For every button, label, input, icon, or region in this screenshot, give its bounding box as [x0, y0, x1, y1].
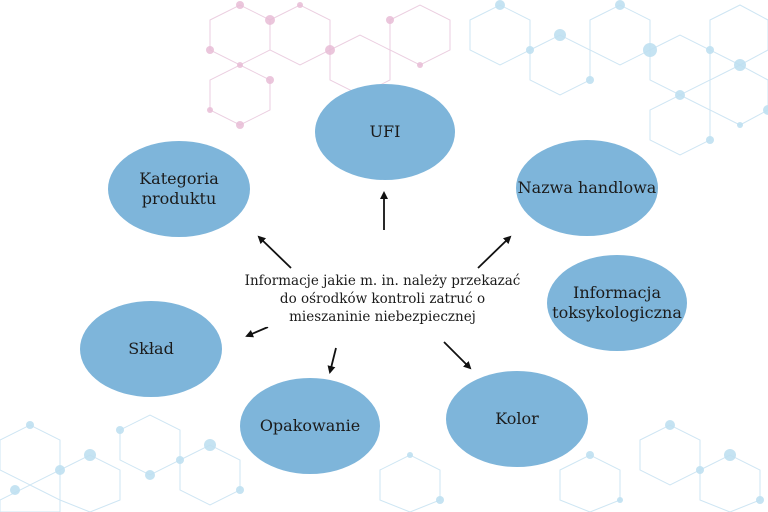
node-ufi: UFI: [315, 84, 455, 180]
arrow-to-kategoria: [257, 235, 292, 269]
node-label: Kolor: [495, 409, 539, 428]
node-sklad: Skład: [80, 301, 222, 397]
node-informacja-toksykologiczna: Informacja toksykologiczna: [547, 255, 687, 351]
arrow-to-opakowanie: [327, 347, 337, 374]
node-nazwa-handlowa: Nazwa handlowa: [516, 140, 658, 236]
node-opakowanie: Opakowanie: [240, 378, 380, 474]
center-description: Informacje jakie m. in. należy przekazać…: [240, 272, 525, 327]
node-label: UFI: [369, 122, 401, 141]
node-label: Opakowanie: [259, 416, 361, 435]
arrow-to-kolor: [443, 341, 472, 370]
arrow-to-nazwa-handlowa: [477, 235, 512, 269]
node-label: Skład: [128, 339, 174, 358]
arrow-to-sklad: [245, 326, 269, 338]
node-label: Informacja toksykologiczna: [552, 283, 682, 322]
node-kolor: Kolor: [446, 371, 588, 467]
node-kategoria-produktu: Kategoria produktu: [108, 141, 250, 237]
node-label: Nazwa handlowa: [517, 178, 657, 197]
node-label: Kategoria produktu: [139, 169, 219, 208]
